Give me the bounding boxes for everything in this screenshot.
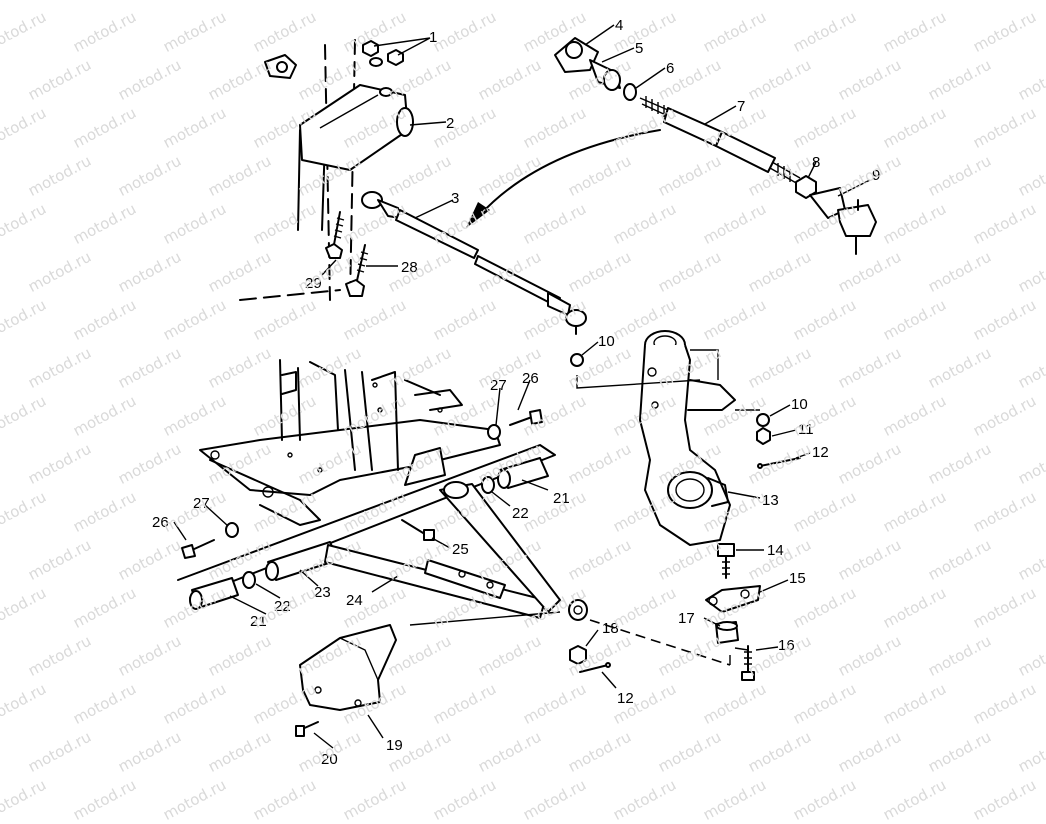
tie-rod-end-left: [554, 37, 599, 73]
callout-17: 17: [678, 610, 695, 627]
callout-3: 3: [451, 190, 459, 207]
callout-2: 2: [446, 115, 454, 132]
callout-1: 1: [429, 29, 437, 46]
bolt-16: [741, 645, 755, 681]
callout-6: 6: [666, 60, 674, 77]
callout-27-right: 27: [490, 377, 507, 394]
caliper-bracket-15: [705, 585, 761, 613]
steering-stop: [264, 54, 297, 79]
jam-nut-8: [795, 175, 817, 199]
callout-21-right: 21: [553, 490, 570, 507]
bolt-20: [295, 721, 319, 737]
callout-10-top: 10: [598, 333, 615, 350]
washer-10-top: [570, 353, 584, 367]
callout-12-bottom: 12: [617, 690, 634, 707]
callout-25: 25: [452, 541, 469, 558]
washer-27-left: [225, 522, 239, 538]
callout-labels: 1 2 3 4 5 6 7 8 9 10 10 11 12 12 13 14 1…: [152, 17, 880, 768]
callout-15: 15: [789, 570, 806, 587]
bushing-17: [715, 621, 739, 644]
washer-10-right: [756, 413, 770, 427]
callout-19: 19: [386, 737, 403, 754]
callout-27-left: 27: [193, 495, 210, 512]
column-bracket: [299, 57, 414, 171]
callout-26-left: 26: [152, 514, 169, 531]
callout-18: 18: [602, 620, 619, 637]
callout-5: 5: [635, 40, 643, 57]
washer-27-right: [487, 424, 501, 440]
callout-21-left: 21: [250, 613, 267, 630]
castle-nut-11: [756, 427, 771, 445]
cotter-pin-12-right: [757, 457, 801, 469]
callout-22-right: 22: [512, 505, 529, 522]
washer-22b: [242, 571, 256, 589]
frame-section: [199, 359, 501, 526]
bracket-nuts: [362, 40, 404, 66]
callout-10-right: 10: [791, 396, 808, 413]
adjuster-sleeve-7: [639, 96, 801, 185]
tie-rod-assembly: [361, 191, 587, 335]
callout-14: 14: [767, 542, 784, 559]
callout-20: 20: [321, 751, 338, 768]
lower-a-arm: [177, 444, 588, 621]
callout-4: 4: [615, 17, 623, 34]
callout-24: 24: [346, 592, 363, 609]
bolt-26-left: [181, 539, 215, 559]
callout-8: 8: [812, 154, 820, 171]
direction-arrow: [466, 129, 661, 228]
bolt-14: [717, 543, 735, 579]
callout-26-right: 26: [522, 370, 539, 387]
washer-6: [623, 83, 637, 101]
callout-12-right: 12: [812, 444, 829, 461]
washer-22a: [481, 476, 495, 494]
bolt-26-right: [509, 409, 543, 426]
castle-nut-18: [569, 645, 587, 665]
callout-22-left: 22: [274, 598, 291, 615]
grease-fitting-25: [401, 519, 435, 541]
callout-13: 13: [762, 492, 779, 509]
steering-column: [239, 39, 356, 301]
callout-29: 29: [305, 275, 322, 292]
callout-9: 9: [872, 167, 880, 184]
connector-lines: [409, 349, 760, 666]
callout-16: 16: [778, 637, 795, 654]
callout-23: 23: [314, 584, 331, 601]
steering-knuckle: [639, 330, 736, 546]
tie-rod-end-right: [809, 187, 877, 255]
bushing-21a: [497, 457, 549, 489]
callout-7: 7: [737, 98, 745, 115]
diagram-canvas: 1 2 3 4 5 6 7 8 9 10 10 11 12 12 13 14 1…: [152, 17, 880, 768]
jam-nut-5: [589, 59, 621, 91]
callout-28: 28: [401, 259, 418, 276]
callout-11: 11: [798, 421, 814, 438]
leader-lines: [173, 24, 871, 749]
cotter-pin-12-bottom: [579, 662, 611, 673]
bolt-29: [325, 211, 345, 259]
bolt-28: [345, 244, 369, 297]
skid-plate-19: [299, 624, 397, 711]
